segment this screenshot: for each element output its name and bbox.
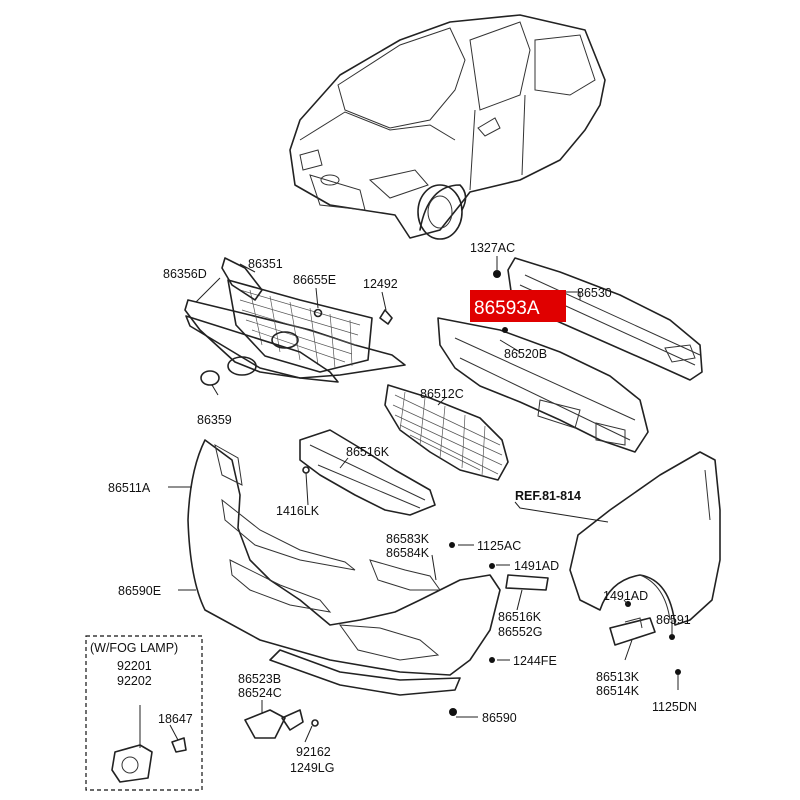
label-86524c: 86524C (238, 686, 282, 700)
label-1125dn: 1125DN (652, 700, 697, 714)
label-86590e: 86590E (118, 584, 161, 598)
label-86523b: 86523B (238, 672, 281, 686)
label-86583k: 86583K (386, 532, 430, 546)
label-1416lk: 1416LK (276, 504, 320, 518)
lower-grille (384, 384, 509, 481)
label-1249lg: 1249LG (290, 761, 334, 775)
label-86520b: 86520B (504, 347, 547, 361)
highlight-box (470, 290, 566, 322)
part-labels: 1327AC 86593A 86530 86520B 86356D 86351 … (90, 241, 697, 775)
label-86530: 86530 (577, 286, 612, 300)
upper-grille-assembly (184, 257, 406, 386)
label-1491ad-right: 1491AD (603, 589, 648, 603)
label-86655e: 86655E (293, 273, 336, 287)
label-1244fe: 1244FE (513, 654, 557, 668)
hardware (244, 542, 681, 739)
label-92202: 92202 (117, 674, 152, 688)
label-86590: 86590 (482, 711, 517, 725)
label-1327ac: 1327AC (470, 241, 515, 255)
label-86593a: 86593A (474, 298, 540, 319)
label-18647: 18647 (158, 712, 193, 726)
label-fog-lamp-title: (W/FOG LAMP) (90, 641, 178, 655)
bumper-bracket-center (299, 429, 436, 516)
label-86513k: 86513K (596, 670, 640, 684)
label-86552g: 86552G (498, 625, 542, 639)
label-86356d: 86356D (163, 267, 207, 281)
label-86516k-side: 86516K (498, 610, 542, 624)
label-86512c: 86512C (420, 387, 464, 401)
label-92201: 92201 (117, 659, 152, 673)
highlighted-part-86593a[interactable]: 86593A (470, 290, 566, 322)
front-fender (569, 451, 721, 626)
energy-absorber (437, 317, 649, 453)
label-86359: 86359 (197, 413, 232, 427)
leader-lines (139, 256, 679, 748)
label-86584k: 86584K (386, 546, 430, 560)
label-12492: 12492 (363, 277, 398, 291)
label-92162: 92162 (296, 745, 331, 759)
label-86351: 86351 (248, 257, 283, 271)
label-86591: 86591 (656, 613, 691, 627)
label-1125ac: 1125AC (477, 539, 521, 553)
front-bumper-cover (187, 439, 501, 716)
label-ref-81-814: REF.81-814 (515, 489, 581, 503)
label-86514k: 86514K (596, 684, 640, 698)
label-86516k-center: 86516K (346, 445, 390, 459)
vehicle-illustration (289, 14, 606, 240)
label-86511a: 86511A (108, 481, 151, 495)
label-1491ad-left: 1491AD (514, 559, 559, 573)
